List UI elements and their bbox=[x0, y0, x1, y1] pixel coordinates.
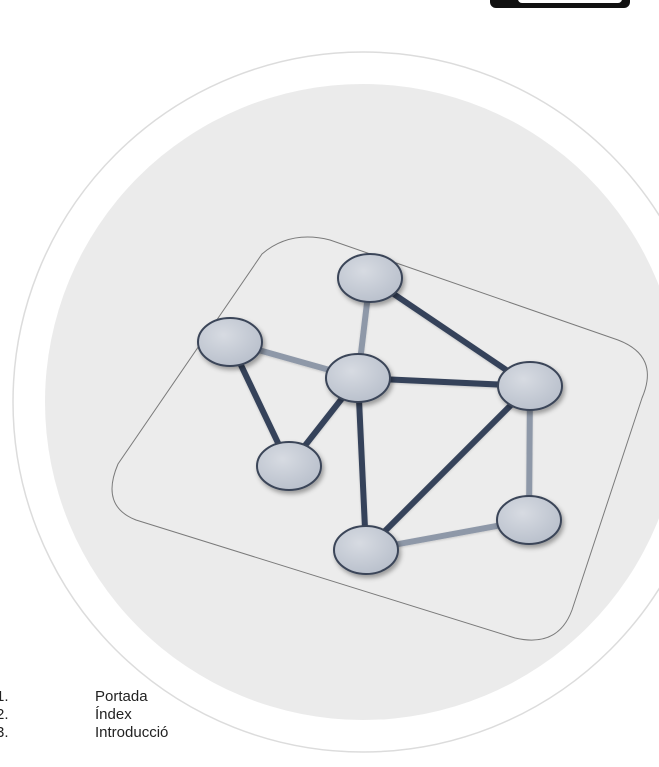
network-nodes bbox=[197, 253, 563, 575]
toc-item-number: 1. bbox=[0, 688, 9, 705]
toc-item[interactable]: 2. Índex bbox=[0, 706, 168, 724]
node-left bbox=[197, 317, 263, 367]
toc-item-number: 2. bbox=[0, 706, 9, 723]
edge-top-to-right bbox=[367, 275, 533, 389]
toc-item-label: Portada bbox=[95, 688, 148, 705]
edge-right-to-bottom bbox=[363, 383, 533, 553]
edge-center-to-bottom bbox=[355, 375, 369, 553]
toc-item[interactable]: 1. Portada bbox=[0, 688, 168, 706]
node-lower-left bbox=[256, 441, 322, 491]
corner-logo bbox=[490, 0, 630, 8]
node-right bbox=[497, 361, 563, 411]
toc-item-label: Índex bbox=[95, 706, 132, 723]
node-center bbox=[325, 353, 391, 403]
node-top bbox=[337, 253, 403, 303]
toc-item-label: Introducció bbox=[95, 724, 169, 741]
node-bottom-right bbox=[496, 495, 562, 545]
background-circle-outline bbox=[12, 51, 659, 753]
toc-item[interactable]: 3. Introducció bbox=[0, 724, 168, 742]
node-bottom bbox=[333, 525, 399, 575]
toc-item-number: 3. bbox=[0, 724, 9, 741]
table-of-contents: 1. Portada 2. Índex 3. Introducció bbox=[0, 688, 168, 742]
